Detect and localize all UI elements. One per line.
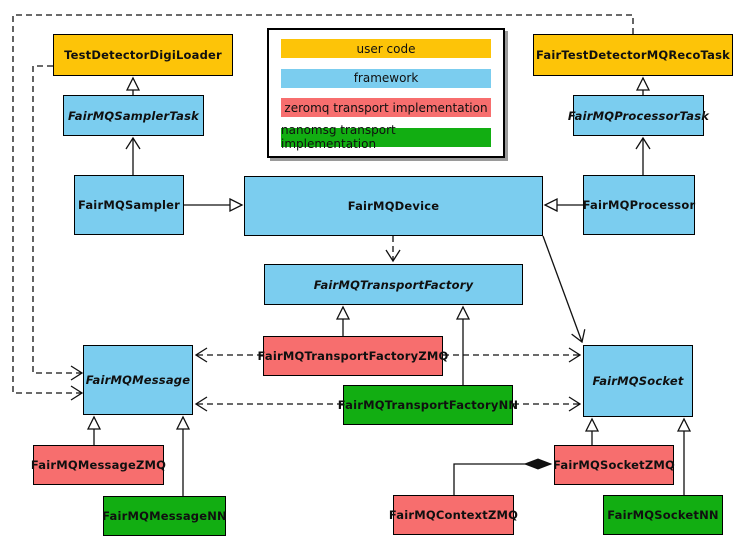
node-label: FairMQSocketZMQ	[553, 458, 675, 472]
legend: user code framework zeromq transport imp…	[267, 28, 505, 158]
node-label: FairMQDevice	[347, 199, 440, 213]
legend-item-nanomsg: nanomsg transport implementation	[281, 123, 491, 151]
node-fairtestdetectormqrecotask: FairTestDetectorMQRecoTask	[533, 34, 733, 76]
node-fairmqcontextzmq: FairMQContextZMQ	[389, 495, 518, 535]
node-label: FairMQProcessorTask	[567, 108, 710, 123]
node-fairmqtransportfactory: FairMQTransportFactory	[264, 264, 523, 305]
node-fairmqmessagezmq: FairMQMessageZMQ	[30, 445, 167, 485]
legend-label: user code	[356, 41, 416, 56]
node-fairmqtransportfactorynn: FairMQTransportFactoryNN	[338, 385, 518, 425]
node-fairmqtransportfactoryzmq: FairMQTransportFactoryZMQ	[258, 336, 448, 376]
node-fairmqprocessor: FairMQProcessor	[583, 175, 695, 235]
node-fairmqmessage: FairMQMessage	[83, 345, 193, 415]
legend-label: zeromq transport implementation	[284, 100, 488, 115]
node-label: FairMQSamplerTask	[68, 108, 199, 123]
edge-recotask-message-dependency	[12, 14, 634, 401]
node-label: FairTestDetectorMQRecoTask	[536, 48, 730, 62]
node-label: TestDetectorDigiLoader	[64, 48, 222, 62]
node-label: FairMQMessage	[85, 373, 191, 387]
node-label: FairMQSocketNN	[607, 508, 719, 522]
node-label: FairMQSocket	[592, 374, 684, 388]
node-fairmqmessagenn: FairMQMessageNN	[102, 496, 227, 536]
legend-label: nanomsg transport implementation	[281, 123, 396, 152]
node-label: FairMQProcessor	[582, 198, 696, 212]
legend-item-user-code: user code	[281, 39, 491, 58]
legend-label: framework	[353, 71, 419, 86]
node-label: FairMQTransportFactoryZMQ	[257, 349, 449, 363]
edge-device-socket-arrow	[542, 235, 586, 344]
edge-digiloader-message-dependency	[32, 65, 84, 381]
node-fairmqdevice: FairMQDevice	[244, 176, 543, 236]
node-fairmqsampler: FairMQSampler	[74, 175, 184, 235]
legend-item-zeromq: zeromq transport implementation	[281, 98, 491, 118]
node-fairmqsamplertask: FairMQSamplerTask	[63, 95, 204, 136]
node-label: FairMQContextZMQ	[388, 508, 519, 522]
node-label: FairMQTransportFactoryNN	[337, 398, 519, 412]
node-label: FairMQSampler	[77, 198, 181, 212]
node-label: FairMQMessageZMQ	[30, 458, 167, 472]
node-fairmqsocketnn: FairMQSocketNN	[603, 495, 723, 535]
node-fairmqsocketzmq: FairMQSocketZMQ	[553, 445, 675, 485]
node-label: FairMQTransportFactory	[313, 277, 474, 292]
node-fairmqsocket: FairMQSocket	[583, 345, 693, 417]
edge-contextzmq-socketzmq-composition	[453, 458, 553, 495]
legend-item-framework: framework	[281, 68, 491, 88]
node-testdetectordigiloader: TestDetectorDigiLoader	[53, 34, 233, 76]
node-fairmqprocessortask: FairMQProcessorTask	[568, 95, 709, 136]
node-label: FairMQMessageNN	[102, 509, 227, 523]
